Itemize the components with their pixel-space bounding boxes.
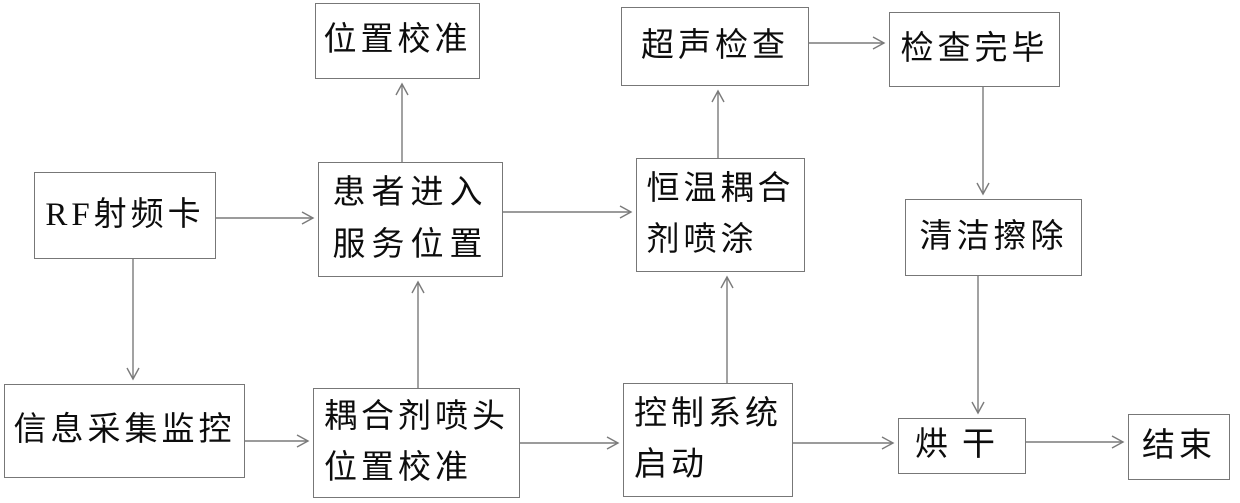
node-clean-wipe: 清洁擦除	[905, 199, 1082, 276]
node-info-collection-monitoring: 信息采集监控	[4, 384, 245, 478]
node-couplant-nozzle-position-calibration: 耦合剂喷头 位置校准	[313, 388, 520, 498]
node-control-system-start: 控制系统 启动	[623, 383, 793, 497]
node-rf-card: RF射频卡	[34, 172, 216, 259]
node-ultrasound-exam: 超声检查	[621, 7, 809, 86]
node-drying: 烘干	[898, 418, 1026, 474]
node-position-calibration: 位置校准	[315, 3, 480, 79]
node-patient-enter-service-position: 患者进入 服务位置	[318, 162, 503, 277]
node-end: 结束	[1128, 414, 1230, 480]
node-exam-complete: 检查完毕	[889, 12, 1060, 87]
node-constant-temp-couplant-spray: 恒温耦合 剂喷涂	[636, 158, 805, 272]
